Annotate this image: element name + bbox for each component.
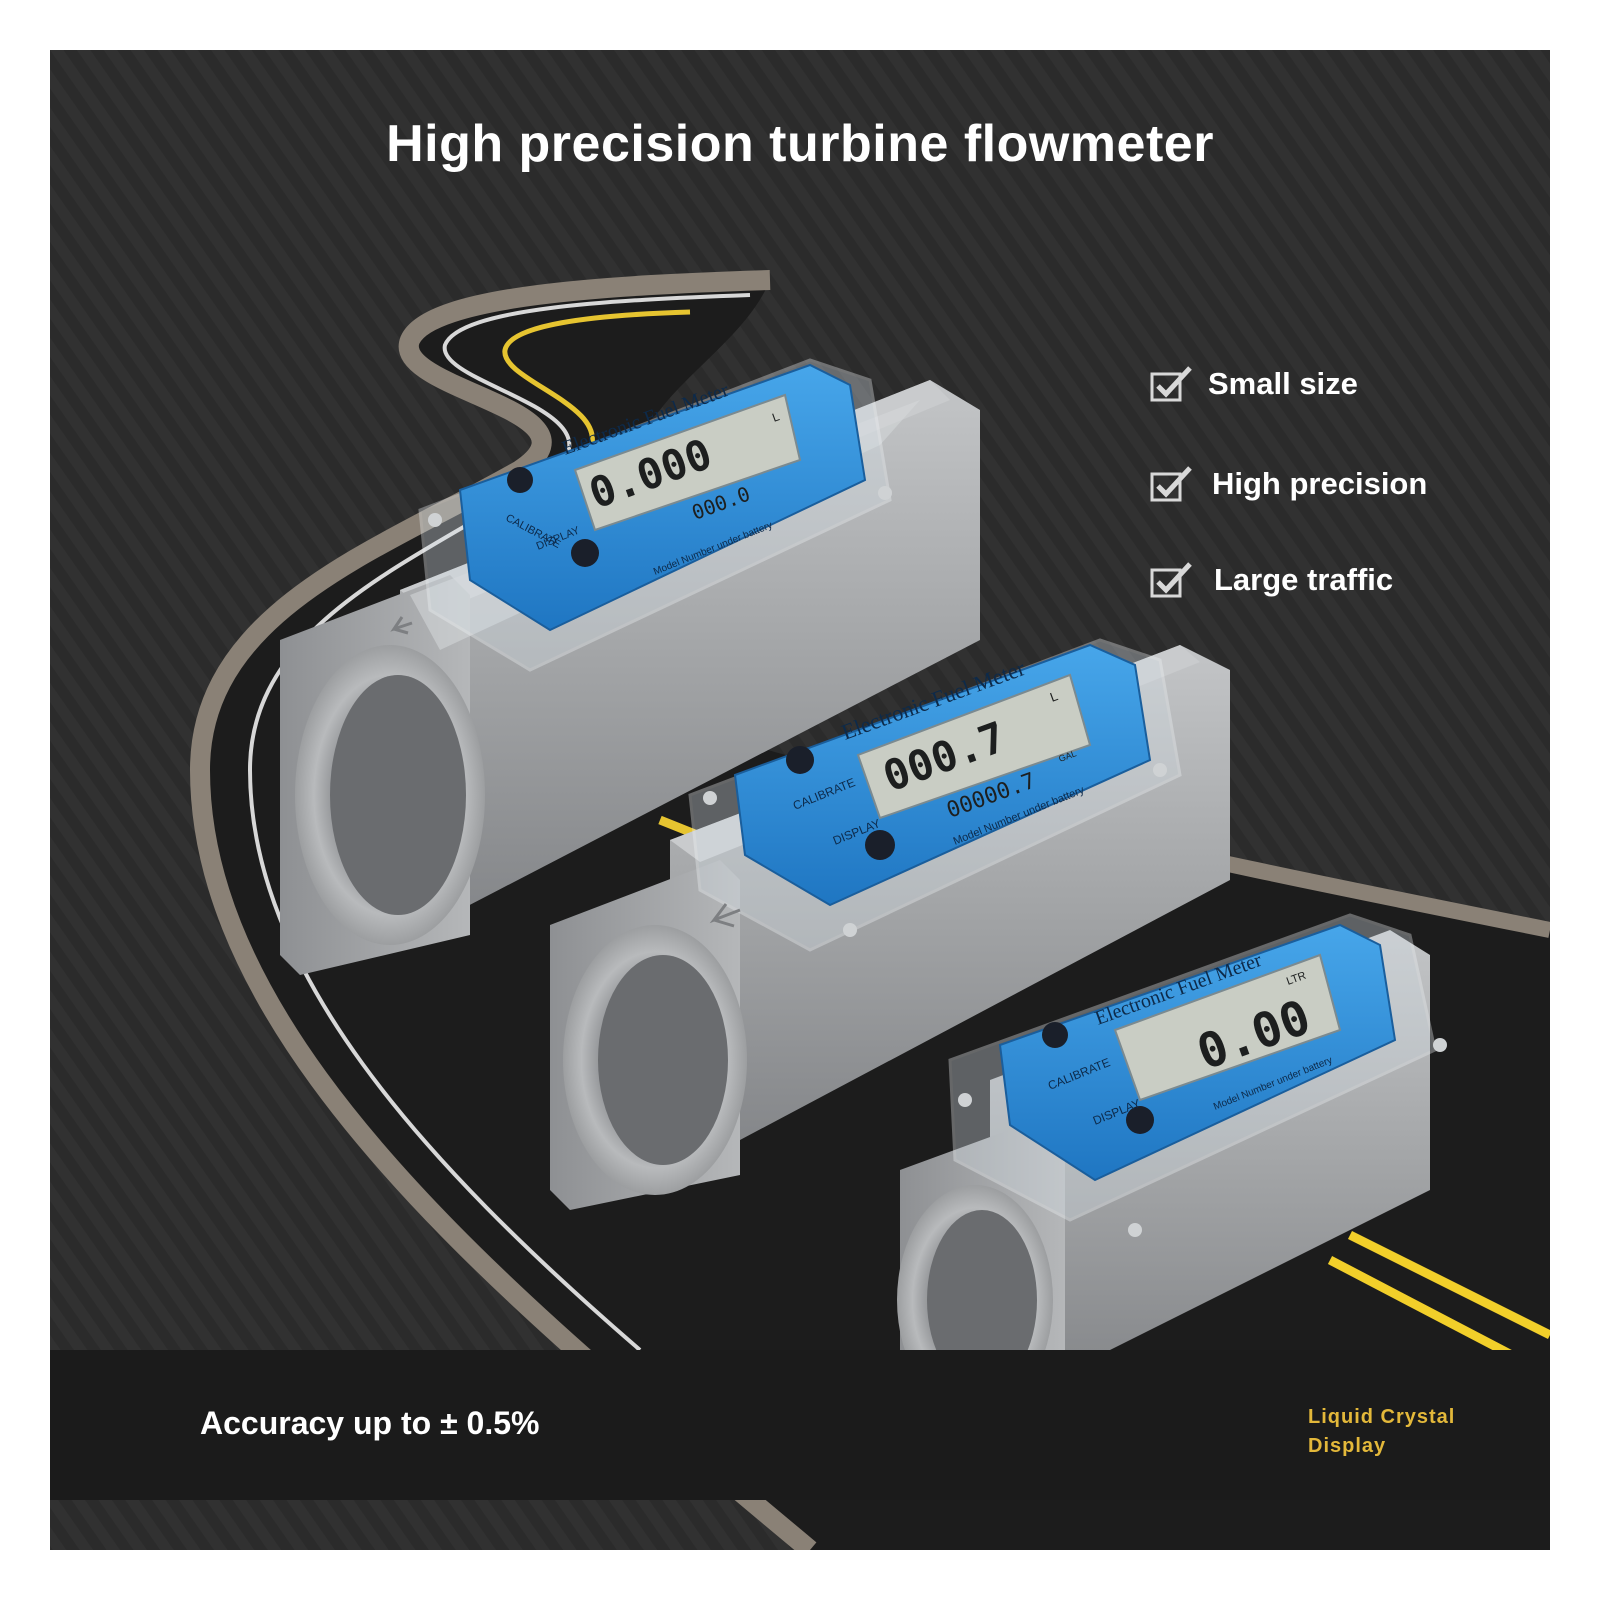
feature-label: High precision [1212, 466, 1428, 501]
flowmeter-large [280, 358, 980, 975]
checkbox-checked-icon [1150, 562, 1192, 598]
lcd-caption-line-2: Display [1308, 1435, 1387, 1457]
lcd-caption: Liquid Crystal Display [1308, 1403, 1455, 1461]
checkbox-checked-icon [1150, 366, 1192, 402]
bottom-caption-band [50, 1350, 1550, 1500]
product-panel: Electronic Fuel Meter 0.000 L 000.0 CALI… [50, 50, 1550, 1550]
flowmeter-medium [550, 638, 1230, 1210]
lcd-caption-line-1: Liquid Crystal [1308, 1406, 1456, 1428]
headline-title: High precision turbine flowmeter [386, 115, 1214, 173]
feature-label: Large traffic [1214, 562, 1394, 597]
checkbox-checked-icon [1150, 466, 1192, 502]
feature-label: Small size [1208, 366, 1358, 401]
background-scene: Electronic Fuel Meter 0.000 L 000.0 CALI… [50, 50, 1550, 1550]
accuracy-caption: Accuracy up to ± 0.5% [200, 1405, 540, 1441]
meter-1-unit: L [770, 409, 781, 425]
meter-2-unit: L [1048, 688, 1060, 705]
